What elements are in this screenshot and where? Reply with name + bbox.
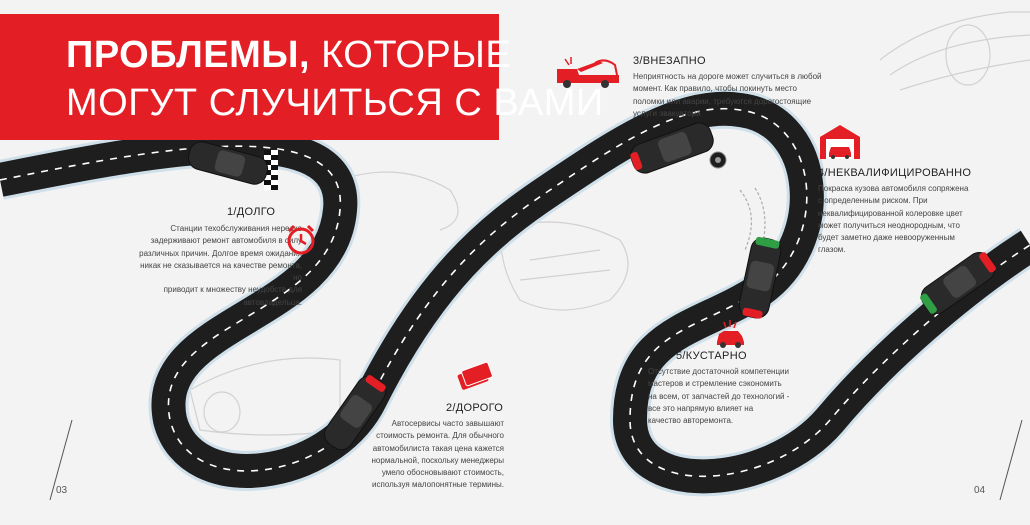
text-line: на всем, от запчастей до технологий - (648, 391, 790, 401)
tow-truck-icon (557, 57, 619, 88)
alarm-clock-icon (287, 224, 315, 255)
car-far-right (920, 251, 996, 315)
winding-road (0, 88, 1030, 497)
text-long: Станции техобслуживания нередко задержив… (130, 223, 302, 309)
text-line: Неприятность на дороге может случиться в… (633, 72, 822, 81)
car-bottom-left (323, 375, 387, 451)
heading-handicraft: 5/КУСТАРНО (676, 350, 747, 362)
text-line: мастеров и стремление сэкономить (648, 379, 782, 389)
car-top-left (187, 141, 269, 185)
text-line: умело обосновывают стоимость, (381, 468, 504, 478)
text-unqualified: Покраска кузова автомобиля сопряжена с о… (818, 183, 988, 257)
loose-wheel-icon (709, 151, 727, 169)
text-line: Покраска кузова автомобиля сопряжена (818, 184, 969, 193)
text-line: автомобилиста такая цена кажется (372, 443, 504, 453)
page-number-right: 04 (974, 485, 986, 496)
corner-accents (49, 419, 1023, 501)
text-line: все это напрямую влияет на (648, 403, 754, 413)
text-line: Автосервисы часто завышают (391, 419, 504, 428)
heading-sudden: 3/ВНЕЗАПНО (633, 55, 706, 67)
text-sudden: Неприятность на дороге может случиться в… (633, 71, 823, 120)
text-line: задерживают ремонт автомобиля в силу (150, 236, 302, 246)
text-line: нормальной, поскольку менеджеры (371, 455, 504, 465)
heading-long: 1/ДОЛГО (227, 206, 276, 218)
heading-unqualified: 4/НЕКВАЛИФИЦИРОВАННО (818, 167, 972, 179)
text-line: будет заметно даже невооруженным (818, 233, 955, 243)
car-right-curve (738, 236, 782, 319)
text-line: приводит к множеству неудобств для (163, 285, 302, 295)
text-line: поломки или аварии, требуются дорогостоя… (633, 96, 812, 106)
text-line: может получиться неоднородным, что (818, 220, 960, 230)
text-expensive: Автосервисы часто завышают стоимость рем… (362, 418, 504, 492)
text-line: никак не сказывается на качестве ремонта… (140, 260, 302, 283)
page-title-line-1: ПРОБЛЕМЫ, КОТОРЫЕ (66, 34, 511, 77)
heading-expensive: 2/ДОРОГО (446, 402, 504, 414)
text-line: используя малопонятные термины. (372, 480, 504, 490)
text-line: услуги эвакуатора (633, 108, 701, 118)
checkered-finish-icon (264, 150, 278, 190)
car-top-middle (630, 122, 714, 174)
title-bold: ПРОБЛЕМЫ, (66, 34, 311, 76)
text-line: автовладельца. (243, 297, 302, 307)
text-line: с определенным риском. При (818, 196, 928, 206)
broken-car-icon (717, 320, 744, 348)
text-handicraft: Отсутствие достаточной компетенции масте… (648, 366, 813, 427)
title-rest: КОТОРЫЕ (321, 34, 512, 76)
page-number-left: 03 (56, 485, 68, 496)
text-line: различных причин. Долгое время ожидания (139, 248, 302, 258)
title-banner: ПРОБЛЕМЫ, КОТОРЫЕ МОГУТ СЛУЧИТЬСЯ С ВАМИ (0, 14, 603, 140)
text-line: момент. Как правило, чтобы покинуть мест… (633, 84, 797, 94)
text-line: глазом. (818, 245, 846, 255)
text-line: неквалифицированной колеровке цвет (818, 208, 963, 218)
text-line: качество авторемонта. (648, 416, 734, 426)
text-line: Станции техобслуживания нередко (170, 224, 302, 233)
garage-icon (820, 125, 860, 159)
page-title-line-2: МОГУТ СЛУЧИТЬСЯ С ВАМИ (66, 82, 604, 124)
text-line: стоимость ремонта. Для обычного (376, 431, 504, 441)
text-line: Отсутствие достаточной компетенции (648, 367, 789, 376)
money-icon (457, 361, 493, 390)
